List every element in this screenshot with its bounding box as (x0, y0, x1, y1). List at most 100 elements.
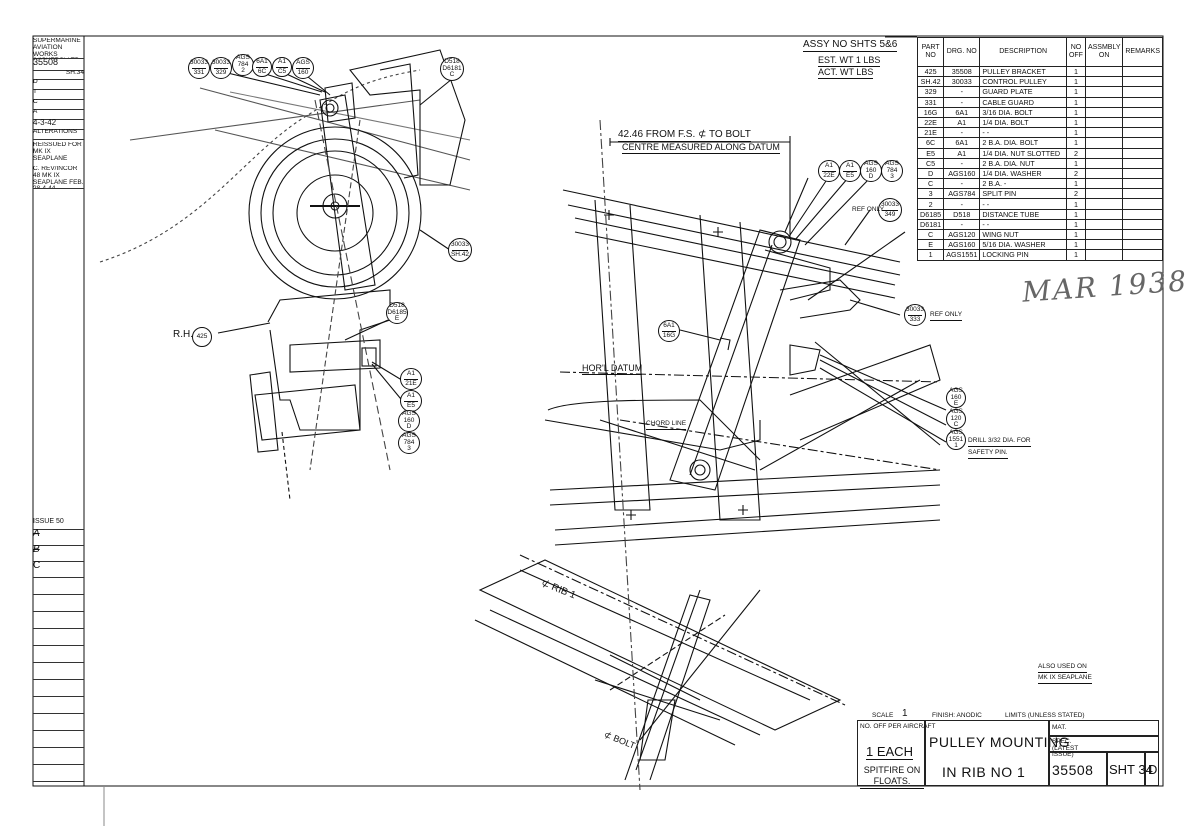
part-no-cell: 331 (916, 96, 945, 108)
balloon-text: 160 (297, 68, 309, 76)
balloon-text: 30033 (189, 59, 209, 66)
remarks-cell (1122, 116, 1163, 129)
qty-cell: 1 (1065, 218, 1086, 231)
rev-a: A (33, 109, 84, 120)
balloon-text: D518 (389, 302, 405, 310)
part-no-cell: 6C (916, 137, 945, 149)
balloon-text: 331 (193, 68, 205, 76)
balloon-text: C (953, 421, 959, 429)
title-cell: PULLEY MOUNTING IN RIB NO 1 (925, 720, 1070, 786)
title-block: SCALE 1 FINISH: ANODIC LIMITS (UNLESS ST… (857, 709, 1159, 789)
balloon-text: 2 (241, 67, 245, 75)
scale-label: SCALE (872, 712, 894, 719)
drg-no-cell: AGS1551 (943, 249, 981, 261)
assembly-on-cell (1084, 178, 1124, 190)
qty-cell: 1 (1065, 249, 1086, 261)
qty-cell: 1 (1065, 198, 1086, 210)
description-cell: SPLIT PIN (979, 188, 1067, 200)
remarks-cell (1122, 218, 1163, 231)
remarks-cell (1122, 137, 1163, 149)
description-cell: GUARD PLATE (979, 86, 1067, 98)
dimension-note-2: CENTRE MEASURED ALONG DATUM (622, 142, 780, 154)
remarks-cell (1122, 228, 1163, 241)
balloon-text: 16G (662, 331, 676, 339)
balloon-text: C5 (277, 67, 287, 75)
remarks-cell (1122, 157, 1163, 169)
rev-d: D (33, 79, 84, 90)
balloon-text: 6C (257, 67, 267, 75)
no-off-cell: NO. OFF PER AIRCRAFT 1 EACH SPITFIRE ON … (857, 720, 935, 789)
col-remarks: REMARKS (1122, 37, 1163, 67)
revision-strip: SUPERMARINE AVIATION WORKS (VICKERS) LTD… (33, 36, 84, 784)
remarks-cell (1122, 76, 1163, 88)
strip-sheet: SH.34 (33, 70, 84, 80)
ref-only-label-2: REF ONLY (930, 311, 963, 321)
qty-cell: 1 (1065, 65, 1086, 78)
assembly-on-cell (1084, 106, 1124, 118)
balloon-text: 784 (886, 166, 898, 174)
act-weight: ACT. WT LBS (818, 67, 874, 79)
table-row: D6181-- -1 (916, 218, 1163, 231)
qty-cell: 1 (1065, 137, 1086, 149)
rev-t: T (33, 89, 84, 100)
description-cell: 3/16 DIA. BOLT (979, 106, 1067, 118)
drill-note-2: SAFETY PIN. (968, 449, 1008, 459)
assembly-on-cell (1084, 137, 1124, 149)
parts-list-table: PART NO DRG. NO DESCRIPTION NO OFF ASSMB… (916, 37, 1163, 261)
part-no-cell: 2 (916, 198, 945, 210)
drg-no-cell: - (943, 198, 981, 210)
assembly-on-cell (1084, 239, 1124, 251)
table-row: 21E-- -1 (916, 127, 1163, 139)
drg-no-cell: 6A1 (943, 137, 981, 149)
part-no-cell: 3 (916, 188, 945, 200)
drill-note-1: DRILL 3/32 DIA. FOR (968, 437, 1031, 447)
issue-cell: D (1145, 752, 1159, 786)
spec-label: SPEC. (LATEST ISSUE) (1052, 738, 1079, 758)
drg-no-cell: - (943, 178, 981, 190)
strip-drawing-no: 35508 (33, 58, 84, 71)
remarks-cell (1122, 86, 1163, 98)
drg-no-cell: 35508 (943, 65, 981, 78)
assembly-on-cell (1084, 208, 1124, 220)
balloon-text: 160 (865, 166, 877, 174)
drg-no-cell: A1 (943, 147, 981, 159)
assembly-on-cell (1084, 249, 1124, 261)
table-row: 2-- -1 (916, 198, 1163, 210)
balloon-text: AGS (949, 387, 963, 395)
rh-label: R.H. (173, 329, 193, 340)
part-no-cell: E5 (916, 147, 945, 159)
balloon-text: AGS (236, 54, 250, 62)
qty-cell: 2 (1065, 147, 1086, 159)
qty-cell: 1 (1065, 116, 1086, 129)
issue-b: B (33, 545, 84, 562)
remarks-cell (1122, 65, 1163, 78)
hor-datum-label: HOR'L DATUM (582, 363, 643, 375)
firm-name: SUPERMARINE AVIATION WORKS (VICKERS) LTD (33, 38, 84, 59)
balloon-text: C (449, 71, 455, 79)
balloon-text: 30033 (905, 306, 925, 313)
assembly-on-cell (1084, 96, 1124, 108)
assembly-on-cell (1084, 198, 1124, 210)
part-no-cell: D6185 (916, 208, 945, 220)
balloon-text: 6A1 (256, 58, 268, 65)
drg-no-cell: A1 (943, 116, 981, 129)
mat-cell: MAT. (1049, 720, 1159, 736)
col-no-off: NO OFF (1065, 37, 1086, 67)
strip-date: 4-3-42 (33, 119, 84, 130)
balloon-text: 784 (237, 60, 249, 68)
remarks-cell (1122, 167, 1163, 180)
